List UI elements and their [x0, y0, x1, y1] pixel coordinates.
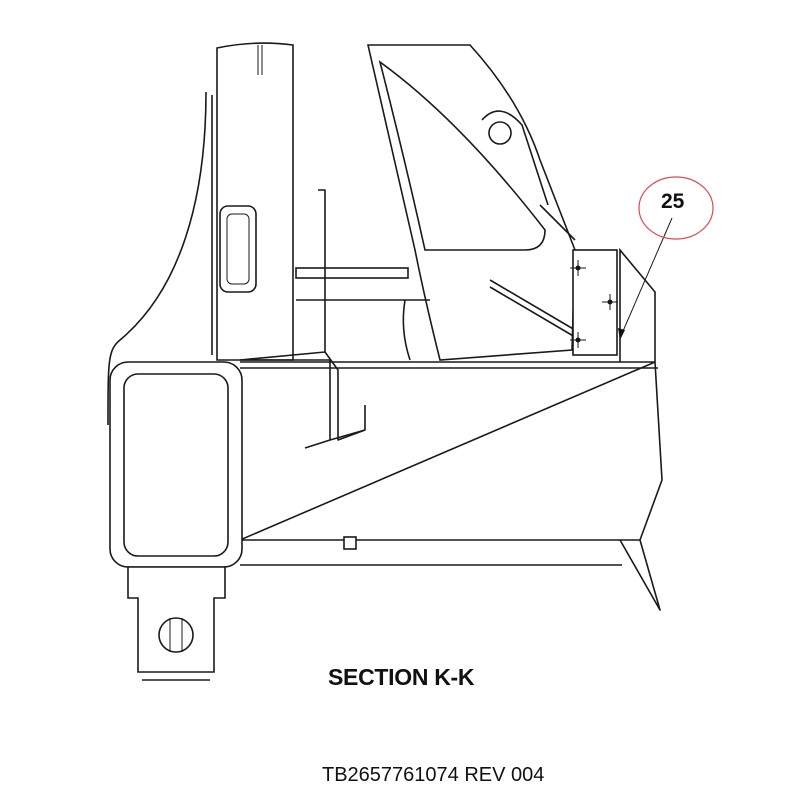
inner-panel — [378, 60, 546, 251]
vertical-column — [216, 42, 294, 361]
rectangular-tube — [109, 361, 243, 568]
document-number: TB2657761074 REV 004 — [322, 764, 545, 786]
section-title: SECTION K-K — [328, 664, 475, 690]
column-tube — [219, 205, 257, 293]
callout-circle — [638, 176, 714, 240]
callout-number: 25 — [661, 190, 685, 213]
side-profile — [107, 91, 207, 426]
leader-line — [619, 217, 673, 339]
